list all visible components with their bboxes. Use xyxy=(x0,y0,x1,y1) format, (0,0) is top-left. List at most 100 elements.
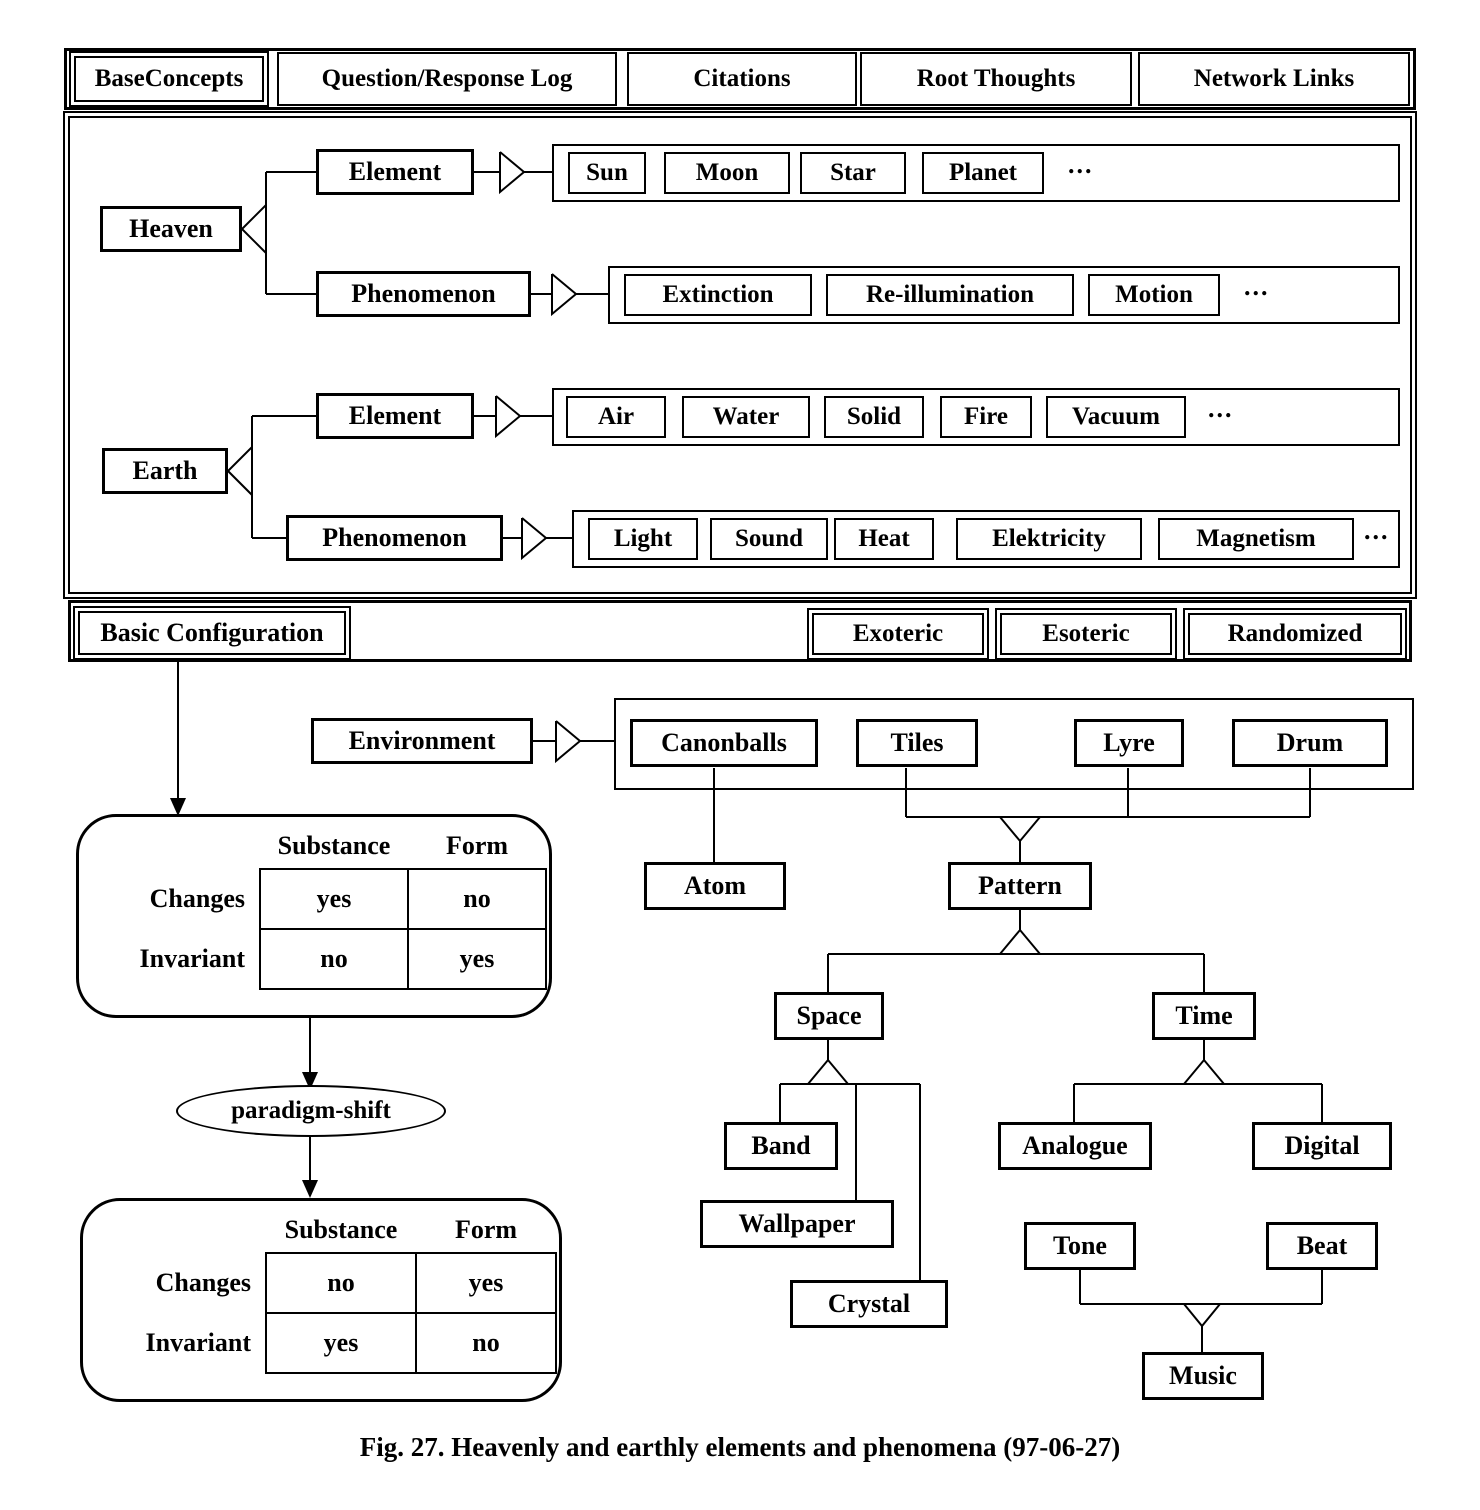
matrix-before-row-1-label: Invariant xyxy=(139,944,245,973)
node-earth-phenomenon-label: Phenomenon xyxy=(322,523,467,553)
item-sun[interactable]: Sun xyxy=(568,152,646,194)
item-star-label: Star xyxy=(830,158,876,186)
node-heaven[interactable]: Heaven xyxy=(100,206,242,252)
item-motion[interactable]: Motion xyxy=(1088,274,1220,316)
node-earth-label: Earth xyxy=(132,456,198,486)
heaven-element-items-frame xyxy=(552,144,1400,202)
configbar-frame xyxy=(68,600,1412,662)
item-motion-label: Motion xyxy=(1115,280,1193,308)
item-magnetism[interactable]: Magnetism xyxy=(1158,518,1354,560)
figure-caption: Fig. 27. Heavenly and earthly elements a… xyxy=(359,1432,1121,1462)
node-pattern[interactable]: Pattern xyxy=(948,862,1092,910)
matrix-after-row-1-label: Invariant xyxy=(145,1328,251,1357)
matrix-before-cell-1-1: yes xyxy=(407,928,547,990)
item-sound-label: Sound xyxy=(734,524,804,552)
item-water[interactable]: Water xyxy=(682,396,810,438)
node-heaven-element-label: Element xyxy=(348,157,442,187)
item-heat[interactable]: Heat xyxy=(834,518,934,560)
item-vacuum[interactable]: Vacuum xyxy=(1046,396,1186,438)
item-air[interactable]: Air xyxy=(566,396,666,438)
tab-citations[interactable]: Citations xyxy=(627,52,857,106)
node-crystal[interactable]: Crystal xyxy=(790,1280,948,1328)
tabbar-frame xyxy=(64,48,1416,110)
item-light-label: Light xyxy=(613,524,673,552)
item-solid[interactable]: Solid xyxy=(824,396,924,438)
node-music-label: Music xyxy=(1169,1361,1237,1391)
matrix-after-cell-0-0: no xyxy=(265,1252,417,1314)
matrix-before-col-1: Form xyxy=(445,831,509,860)
paradigm-shift-node[interactable]: paradigm-shift xyxy=(176,1085,446,1137)
item-lyre[interactable]: Lyre xyxy=(1074,719,1184,767)
node-beat-label: Beat xyxy=(1296,1231,1348,1261)
item-extinction[interactable]: Extinction xyxy=(624,274,812,316)
item-tiles[interactable]: Tiles xyxy=(856,719,978,767)
button-exoteric[interactable]: Exoteric xyxy=(812,613,984,655)
node-environment-label: Environment xyxy=(348,726,496,756)
item-light[interactable]: Light xyxy=(588,518,698,560)
tab-question-response-log[interactable]: Question/Response Log xyxy=(277,52,617,106)
matrix-before-col-0: Substance xyxy=(277,831,391,860)
tab-baseconcepts[interactable]: BaseConcepts xyxy=(74,56,264,102)
item-magnetism-label: Magnetism xyxy=(1196,524,1316,552)
item-drum[interactable]: Drum xyxy=(1232,719,1388,767)
item-canonballs-label: Canonballs xyxy=(661,728,787,758)
matrix-before-cell-0-1: no xyxy=(407,868,547,930)
item-re-illumination-label: Re-illumination xyxy=(865,280,1035,308)
node-band[interactable]: Band xyxy=(724,1122,838,1170)
heaven-phenomenon-items-frame xyxy=(608,266,1400,324)
earth-element-items-frame xyxy=(552,388,1400,446)
item-moon[interactable]: Moon xyxy=(664,152,790,194)
item-lyre-label: Lyre xyxy=(1103,728,1155,758)
node-atom-label: Atom xyxy=(683,871,747,901)
item-sound[interactable]: Sound xyxy=(710,518,828,560)
matrix-after-col-1: Form xyxy=(454,1215,518,1244)
item-re-illumination[interactable]: Re-illumination xyxy=(826,274,1074,316)
tab-root-thoughts[interactable]: Root Thoughts xyxy=(860,52,1132,106)
node-analogue[interactable]: Analogue xyxy=(998,1122,1152,1170)
node-analogue-label: Analogue xyxy=(1022,1131,1128,1161)
node-heaven-phenomenon[interactable]: Phenomenon xyxy=(316,271,531,317)
item-star[interactable]: Star xyxy=(800,152,906,194)
node-digital-label: Digital xyxy=(1284,1131,1360,1161)
node-earth[interactable]: Earth xyxy=(102,448,228,494)
node-wallpaper[interactable]: Wallpaper xyxy=(700,1200,894,1248)
node-tone[interactable]: Tone xyxy=(1024,1222,1136,1270)
node-time[interactable]: Time xyxy=(1152,992,1256,1040)
node-heaven-label: Heaven xyxy=(129,214,213,244)
node-space[interactable]: Space xyxy=(774,992,884,1040)
matrix-before-table: Substance Form Changes yes no Invariant … xyxy=(100,824,547,990)
button-esoteric[interactable]: Esoteric xyxy=(1000,613,1172,655)
node-atom[interactable]: Atom xyxy=(644,862,786,910)
node-digital[interactable]: Digital xyxy=(1252,1122,1392,1170)
item-canonballs[interactable]: Canonballs xyxy=(630,719,818,767)
matrix-before-cell-1-0: no xyxy=(259,928,409,990)
node-earth-element[interactable]: Element xyxy=(316,393,474,439)
item-fire[interactable]: Fire xyxy=(940,396,1032,438)
node-heaven-element[interactable]: Element xyxy=(316,149,474,195)
table-row: Changes no yes xyxy=(104,1252,557,1314)
node-tone-label: Tone xyxy=(1053,1231,1107,1261)
node-music[interactable]: Music xyxy=(1142,1352,1264,1400)
item-elektricity[interactable]: Elektricity xyxy=(956,518,1142,560)
item-tiles-label: Tiles xyxy=(890,728,944,758)
tab-question-response-log-label: Question/Response Log xyxy=(321,64,573,92)
node-earth-phenomenon[interactable]: Phenomenon xyxy=(286,515,503,561)
item-sun-label: Sun xyxy=(586,158,628,186)
button-randomized[interactable]: Randomized xyxy=(1188,613,1402,655)
node-environment[interactable]: Environment xyxy=(311,718,533,764)
tab-basic-configuration[interactable]: Basic Configuration xyxy=(78,611,346,655)
item-solid-label: Solid xyxy=(846,402,902,430)
item-planet[interactable]: Planet xyxy=(922,152,1044,194)
item-planet-label: Planet xyxy=(948,158,1018,186)
table-row: Changes yes no xyxy=(100,868,547,930)
item-air-label: Air xyxy=(597,402,635,430)
node-beat[interactable]: Beat xyxy=(1266,1222,1378,1270)
table-row: Invariant no yes xyxy=(100,928,547,990)
earth-phenomenon-ellipsis: ... xyxy=(1364,516,1390,545)
taxonomy-panel xyxy=(68,116,1412,594)
matrix-before-row-0-label: Changes xyxy=(149,884,245,913)
tab-basic-configuration-label: Basic Configuration xyxy=(100,618,324,648)
item-drum-label: Drum xyxy=(1276,728,1344,758)
tab-network-links[interactable]: Network Links xyxy=(1138,52,1410,106)
